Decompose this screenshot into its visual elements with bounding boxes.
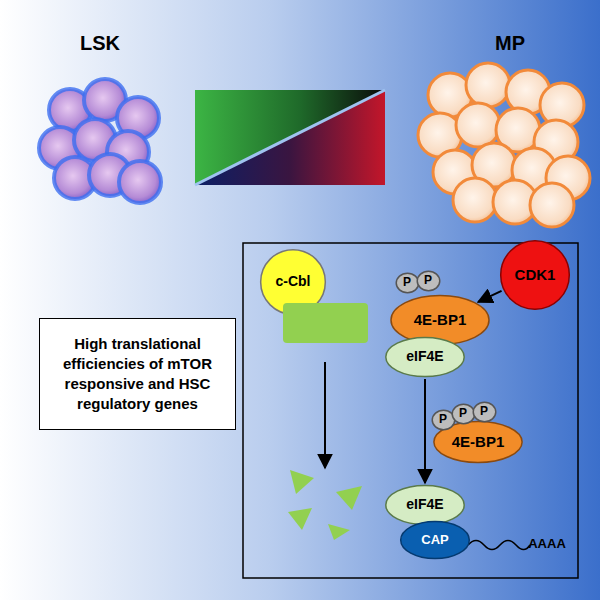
- degradation-arrow: [324, 362, 326, 468]
- population-label: MP: [495, 32, 525, 55]
- gradient-triangle: [195, 90, 385, 185]
- node-text: c-Cbl: [276, 274, 311, 289]
- node-text: P: [480, 405, 488, 418]
- substrate-rect: [283, 303, 368, 343]
- node-text: P: [424, 274, 432, 287]
- arrow-connector: [478, 291, 501, 302]
- node-text: 4E-BP1: [414, 312, 467, 329]
- node-text: P: [439, 413, 447, 426]
- text-box: High translational efficiencies of mTOR …: [39, 318, 236, 430]
- node-text: CDK1: [515, 267, 556, 284]
- cap-ellipse: CAP: [400, 521, 470, 559]
- population-label: LSK: [80, 32, 120, 55]
- node-text: P: [403, 276, 411, 289]
- mp-cell: [456, 103, 500, 147]
- node-text: 4E-BP1: [452, 434, 505, 451]
- arrow-connector: [424, 379, 426, 483]
- node-text: P: [459, 407, 467, 420]
- mp-cell: [453, 178, 497, 222]
- kinase-circle: CDK1: [500, 240, 570, 310]
- protein-ellipse: eIF4E: [385, 337, 465, 377]
- protein-ellipse: eIF4E: [385, 485, 465, 525]
- lsk-cell: [119, 161, 161, 203]
- node-text: High translational efficiencies of mTOR …: [50, 334, 225, 414]
- phosphate-circle: P: [417, 271, 440, 291]
- node-text: eIF4E: [406, 497, 443, 512]
- phosphate-circle: P: [473, 402, 496, 422]
- protein-ellipse: 4E-BP1PP: [390, 295, 490, 345]
- node-text: CAP: [421, 533, 448, 547]
- fragment: [336, 486, 362, 510]
- mp-cells: [418, 63, 590, 227]
- fragment: [288, 508, 312, 530]
- c-cbl-circle: c-Cbl: [260, 249, 326, 315]
- mp-cell: [466, 63, 510, 107]
- mp-cell: [530, 183, 574, 227]
- diagonal-edge: [195, 90, 385, 185]
- polya-tail: AAAA: [528, 536, 566, 551]
- phosphate-circle: P: [452, 404, 475, 424]
- node-text: eIF4E: [406, 349, 443, 364]
- gradient-triangle: [195, 90, 385, 185]
- fragment: [328, 524, 350, 540]
- mrna-line: [468, 541, 530, 550]
- lsk-cells: [39, 79, 161, 203]
- phosphate-circle: P: [396, 273, 419, 293]
- protein-ellipse: 4E-BP1PPP: [433, 421, 523, 463]
- fragment: [290, 470, 314, 494]
